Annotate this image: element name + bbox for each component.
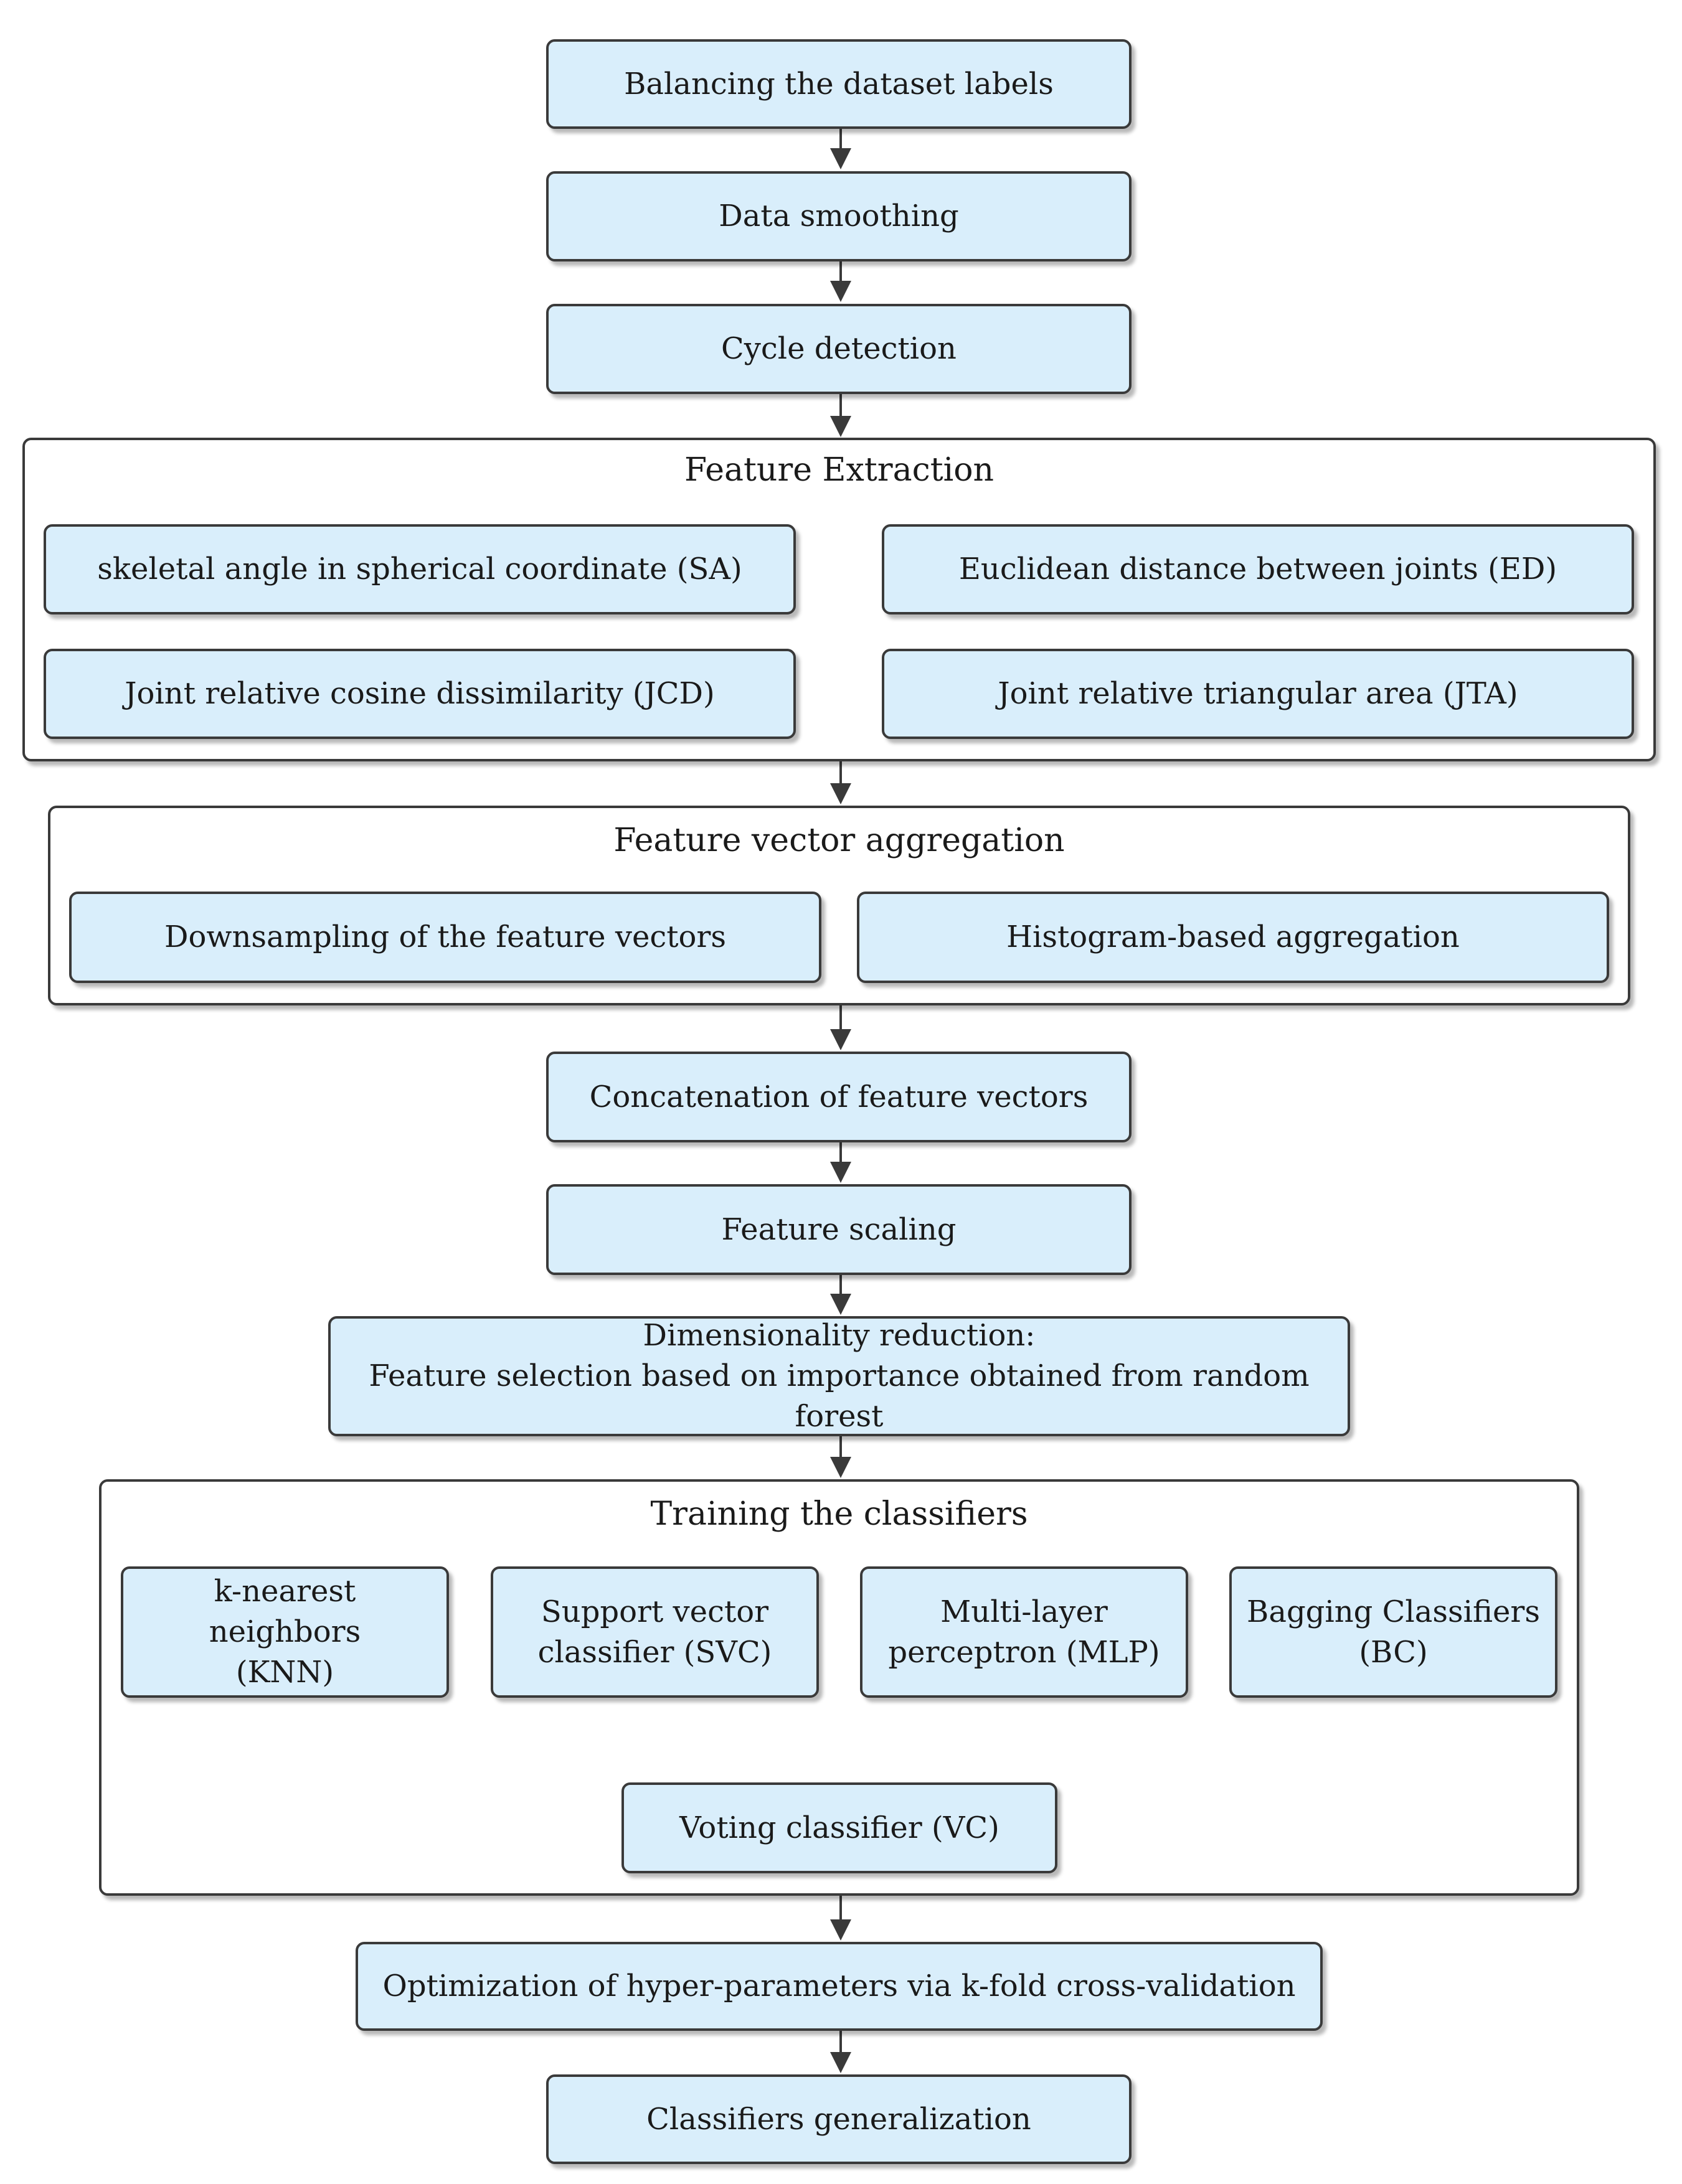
balancing-step: Balancing the dataset labels bbox=[546, 39, 1132, 129]
scaling-step: Feature scaling bbox=[546, 1184, 1132, 1275]
feature-jta: Joint relative triangular area (JTA) bbox=[882, 649, 1634, 739]
aggregation-histogram: Histogram-based aggregation bbox=[857, 892, 1609, 983]
generalization-step-label: Classifiers generalization bbox=[646, 2101, 1031, 2137]
arrow-training-to-optimization bbox=[830, 1896, 851, 1941]
feature-ed-label: Euclidean distance between joints (ED) bbox=[958, 552, 1557, 587]
aggregation-title: Feature vector aggregation bbox=[613, 822, 1065, 859]
feature-jcd: Joint relative cosine dissimilarity (JCD… bbox=[44, 649, 796, 739]
feature-sa: skeletal angle in spherical coordinate (… bbox=[44, 524, 796, 614]
classifier-knn-line1: k-nearest neighbors bbox=[209, 1574, 361, 1650]
smoothing-step: Data smoothing bbox=[546, 171, 1132, 261]
concatenation-step-label: Concatenation of feature vectors bbox=[589, 1079, 1089, 1114]
classifier-svc-line2: classifier (SVC) bbox=[537, 1634, 772, 1670]
cycle-detection-step: Cycle detection bbox=[546, 304, 1132, 394]
arrow-dimred-to-training bbox=[830, 1436, 851, 1478]
arrow-balancing-to-smoothing bbox=[830, 129, 851, 169]
optimization-step: Optimization of hyper-parameters via k-f… bbox=[356, 1942, 1323, 2031]
classifier-svc: Support vector classifier (SVC) bbox=[491, 1566, 819, 1698]
voting-classifier: Voting classifier (VC) bbox=[621, 1782, 1057, 1873]
feature-sa-label: skeletal angle in spherical coordinate (… bbox=[97, 552, 742, 587]
aggregation-downsampling-label: Downsampling of the feature vectors bbox=[164, 920, 727, 955]
arrow-concatenation-to-scaling bbox=[830, 1142, 851, 1183]
optimization-step-label: Optimization of hyper-parameters via k-f… bbox=[382, 1969, 1296, 2004]
arrow-smoothing-to-cycle bbox=[830, 261, 851, 302]
feature-extraction-title: Feature Extraction bbox=[684, 451, 995, 489]
classifier-bc-line1: Bagging Classifiers bbox=[1247, 1594, 1540, 1629]
feature-ed: Euclidean distance between joints (ED) bbox=[882, 524, 1634, 614]
dimred-line2: Feature selection based on importance ob… bbox=[369, 1358, 1310, 1434]
classifier-mlp-line1: Multi-layer bbox=[940, 1594, 1108, 1629]
voting-classifier-label: Voting classifier (VC) bbox=[679, 1810, 999, 1845]
arrow-extraction-to-aggregation bbox=[830, 761, 851, 804]
feature-jcd-label: Joint relative cosine dissimilarity (JCD… bbox=[125, 676, 715, 712]
concatenation-step: Concatenation of feature vectors bbox=[546, 1052, 1132, 1142]
classifier-bc-line2: (BC) bbox=[1359, 1634, 1428, 1670]
dimensionality-reduction-step: Dimensionality reduction: Feature select… bbox=[328, 1316, 1350, 1436]
dimred-line1: Dimensionality reduction: bbox=[643, 1318, 1036, 1353]
arrow-optimization-to-generalization bbox=[830, 2031, 851, 2073]
classifier-mlp-line2: perceptron (MLP) bbox=[888, 1634, 1160, 1670]
arrow-scaling-to-dimred bbox=[830, 1275, 851, 1315]
classifier-mlp: Multi-layer perceptron (MLP) bbox=[860, 1566, 1188, 1698]
classifier-svc-line1: Support vector bbox=[541, 1594, 769, 1629]
feature-jta-label: Joint relative triangular area (JTA) bbox=[998, 676, 1518, 712]
cycle-detection-step-label: Cycle detection bbox=[721, 331, 957, 367]
training-title: Training the classifiers bbox=[650, 1495, 1028, 1533]
smoothing-step-label: Data smoothing bbox=[719, 199, 959, 234]
aggregation-downsampling: Downsampling of the feature vectors bbox=[69, 892, 821, 983]
arrow-aggregation-to-concatenation bbox=[830, 1005, 851, 1050]
aggregation-histogram-label: Histogram-based aggregation bbox=[1006, 920, 1460, 955]
classifier-bc: Bagging Classifiers (BC) bbox=[1229, 1566, 1557, 1698]
classifier-knn: k-nearest neighbors (KNN) bbox=[121, 1566, 449, 1698]
generalization-step: Classifiers generalization bbox=[546, 2074, 1132, 2164]
classifier-knn-line2: (KNN) bbox=[235, 1654, 334, 1690]
balancing-step-label: Balancing the dataset labels bbox=[624, 66, 1054, 101]
arrow-cycle-to-extraction bbox=[830, 394, 851, 437]
scaling-step-label: Feature scaling bbox=[721, 1212, 957, 1247]
